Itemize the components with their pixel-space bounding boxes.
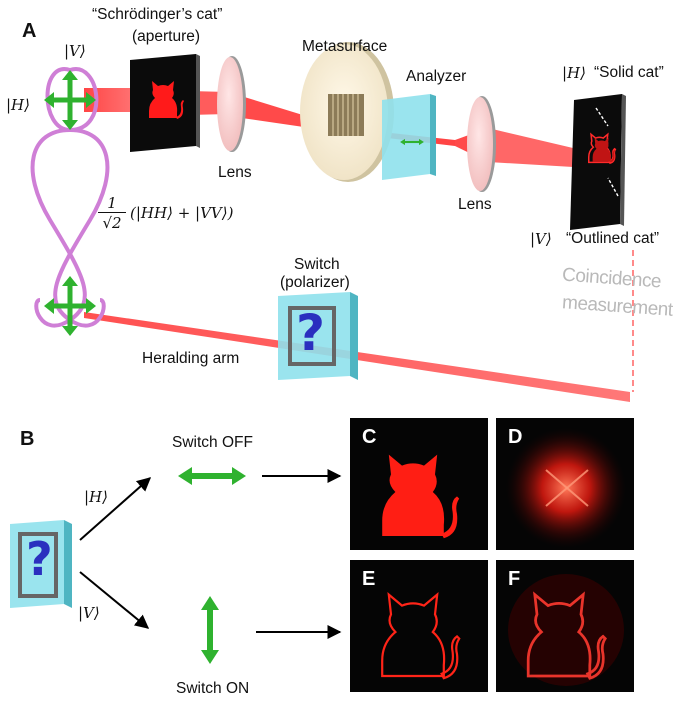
metasurface-disk [300, 42, 394, 182]
lens-left-label: Lens [218, 164, 252, 181]
image-c [350, 418, 488, 550]
photon-pair-loop [30, 67, 110, 328]
state-v-b: |V⟩ [78, 604, 100, 622]
image-e-letter: E [362, 568, 376, 590]
panel-b-letter: B [20, 428, 35, 450]
heralding-arm-label: Heralding arm [142, 350, 240, 367]
detector-screen [570, 94, 626, 230]
bell-state: (|HH⟩ + |VV⟩) [130, 204, 234, 222]
switch-off-label: Switch OFF [172, 434, 253, 451]
h-solid-state: |H⟩ [562, 64, 586, 82]
switch-on-label: Switch ON [176, 680, 250, 697]
image-d [496, 418, 634, 550]
switch-polarizer [278, 292, 358, 380]
arrow-v-branch [79, 571, 150, 629]
v-outlined-label: “Outlined cat” [566, 230, 660, 247]
image-e [350, 560, 488, 692]
cat-subtitle: (aperture) [132, 28, 201, 45]
image-c-letter: C [362, 426, 377, 448]
image-f-letter: F [508, 568, 521, 590]
polarization-cross-bottom [44, 276, 96, 336]
v-outlined-state: |V⟩ [530, 230, 552, 248]
horizontal-polarization-arrow [178, 467, 246, 485]
switch-subtitle: (polarizer) [280, 274, 350, 291]
switch-question-mark: ? [296, 304, 326, 362]
image-f [496, 560, 634, 692]
switch-title: Switch [294, 256, 340, 273]
cat-aperture [130, 54, 200, 152]
analyzer-plate [382, 94, 436, 180]
analyzer-label: Analyzer [406, 68, 467, 85]
panel-a-letter: A [22, 20, 37, 42]
vertical-polarization-arrow [201, 596, 219, 664]
state-v-top: |V⟩ [64, 42, 86, 60]
beam-upper-6 [488, 128, 590, 168]
lens-right [467, 96, 496, 192]
arrow-h-branch [79, 477, 152, 541]
switch-question-mark-b: ? [26, 532, 53, 586]
bell-fraction-den: √2 [102, 214, 122, 232]
h-solid-label: “Solid cat” [594, 64, 664, 81]
switch-icon-b [10, 520, 72, 608]
state-h-b: |H⟩ [84, 488, 108, 506]
lens-left [217, 56, 246, 152]
polarization-cross-top [44, 70, 96, 130]
cat-title: “Schrödinger’s cat” [92, 6, 223, 23]
bell-fraction-bar [98, 212, 126, 213]
bell-fraction-num: 1 [107, 194, 117, 212]
image-d-letter: D [508, 426, 523, 448]
state-h-left: |H⟩ [6, 96, 30, 114]
metasurface-label: Metasurface [302, 38, 388, 55]
lens-right-label: Lens [458, 196, 492, 213]
